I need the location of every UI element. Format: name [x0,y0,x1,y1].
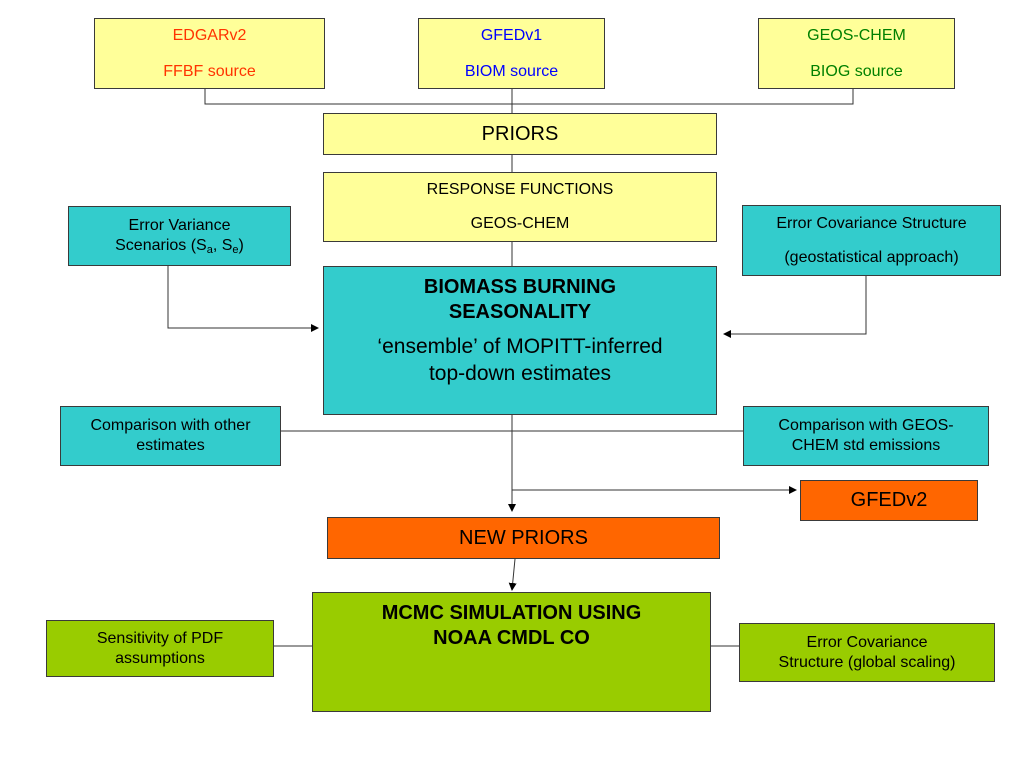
newpriors-mcmc-arrow [508,558,517,591]
error-covariance-box: Error Covariance Structure (geostatistic… [742,205,1001,276]
biomass-sub-line2: top-down estimates [428,362,612,385]
gfedv1-source-box: GFEDv1 BIOM source [418,18,605,89]
mcmc-line1: MCMC SIMULATION USING [381,602,642,624]
geoschem-source-box: GEOS-CHEM BIOG source [758,18,955,89]
error-cov-global-line2: Structure (global scaling) [778,653,956,671]
response-title: RESPONSE FUNCTIONS [426,181,614,198]
error-cov-global-line1: Error Covariance [806,633,928,651]
edgar-connector [204,89,854,105]
comparison-geos-box: Comparison with GEOS- CHEM std emissions [743,406,989,466]
gfedv1-subtitle: BIOM source [464,62,559,80]
error-covariance-line1: Error Covariance Structure [776,214,967,232]
new-priors-box: NEW PRIORS [327,517,720,559]
mcmc-simulation-box: MCMC SIMULATION USING NOAA CMDL CO [312,592,711,712]
priors-label: PRIORS [481,122,559,145]
geoschem-subtitle: BIOG source [810,62,903,80]
gfedv2-box: GFEDv2 [800,480,978,521]
error-covariance-arrow [723,276,867,338]
response-subtitle: GEOS-CHEM [470,215,570,232]
error-variance-line1: Error Variance [128,217,231,234]
comparison-geos-line1: Comparison with GEOS- [778,417,954,434]
new-priors-label: NEW PRIORS [459,526,588,549]
sensitivity-box: Sensitivity of PDF assumptions [46,620,274,677]
gfedv2-label: GFEDv2 [850,489,928,511]
error-variance-line2: Scenarios (Sa, Se) [115,237,244,256]
mcmc-line2: NOAA CMDL CO [433,627,590,649]
sensitivity-line1: Sensitivity of PDF [96,629,224,647]
error-variance-arrow [167,266,319,332]
error-variance-box: Error Variance Scenarios (Sa, Se) [68,206,291,266]
geoschem-title: GEOS-CHEM [807,26,906,44]
priors-box: PRIORS [323,113,717,155]
edgar-title: EDGARv2 [172,26,247,44]
error-covariance-line2: (geostatistical approach) [784,248,959,266]
comparison-other-line1: Comparison with other [90,417,251,434]
sensitivity-line2: assumptions [115,649,205,667]
biomass-title-line2: SEASONALITY [448,301,592,323]
response-functions-box: RESPONSE FUNCTIONS GEOS-CHEM [323,172,717,242]
gfedv1-title: GFEDv1 [480,26,543,44]
error-cov-global-box: Error Covariance Structure (global scali… [739,623,995,682]
edgar-source-box: EDGARv2 FFBF source [94,18,325,89]
comparison-other-box: Comparison with other estimates [60,406,281,466]
biomass-burning-box: BIOMASS BURNING SEASONALITY ‘ensemble’ o… [323,266,717,415]
biomass-title-line1: BIOMASS BURNING [423,276,617,298]
comparison-geos-line2: CHEM std emissions [791,437,941,454]
edgar-subtitle: FFBF source [163,62,256,80]
comparison-other-line2: estimates [136,437,205,454]
biomass-sub-line1: ‘ensemble’ of MOPITT-inferred [377,335,663,358]
